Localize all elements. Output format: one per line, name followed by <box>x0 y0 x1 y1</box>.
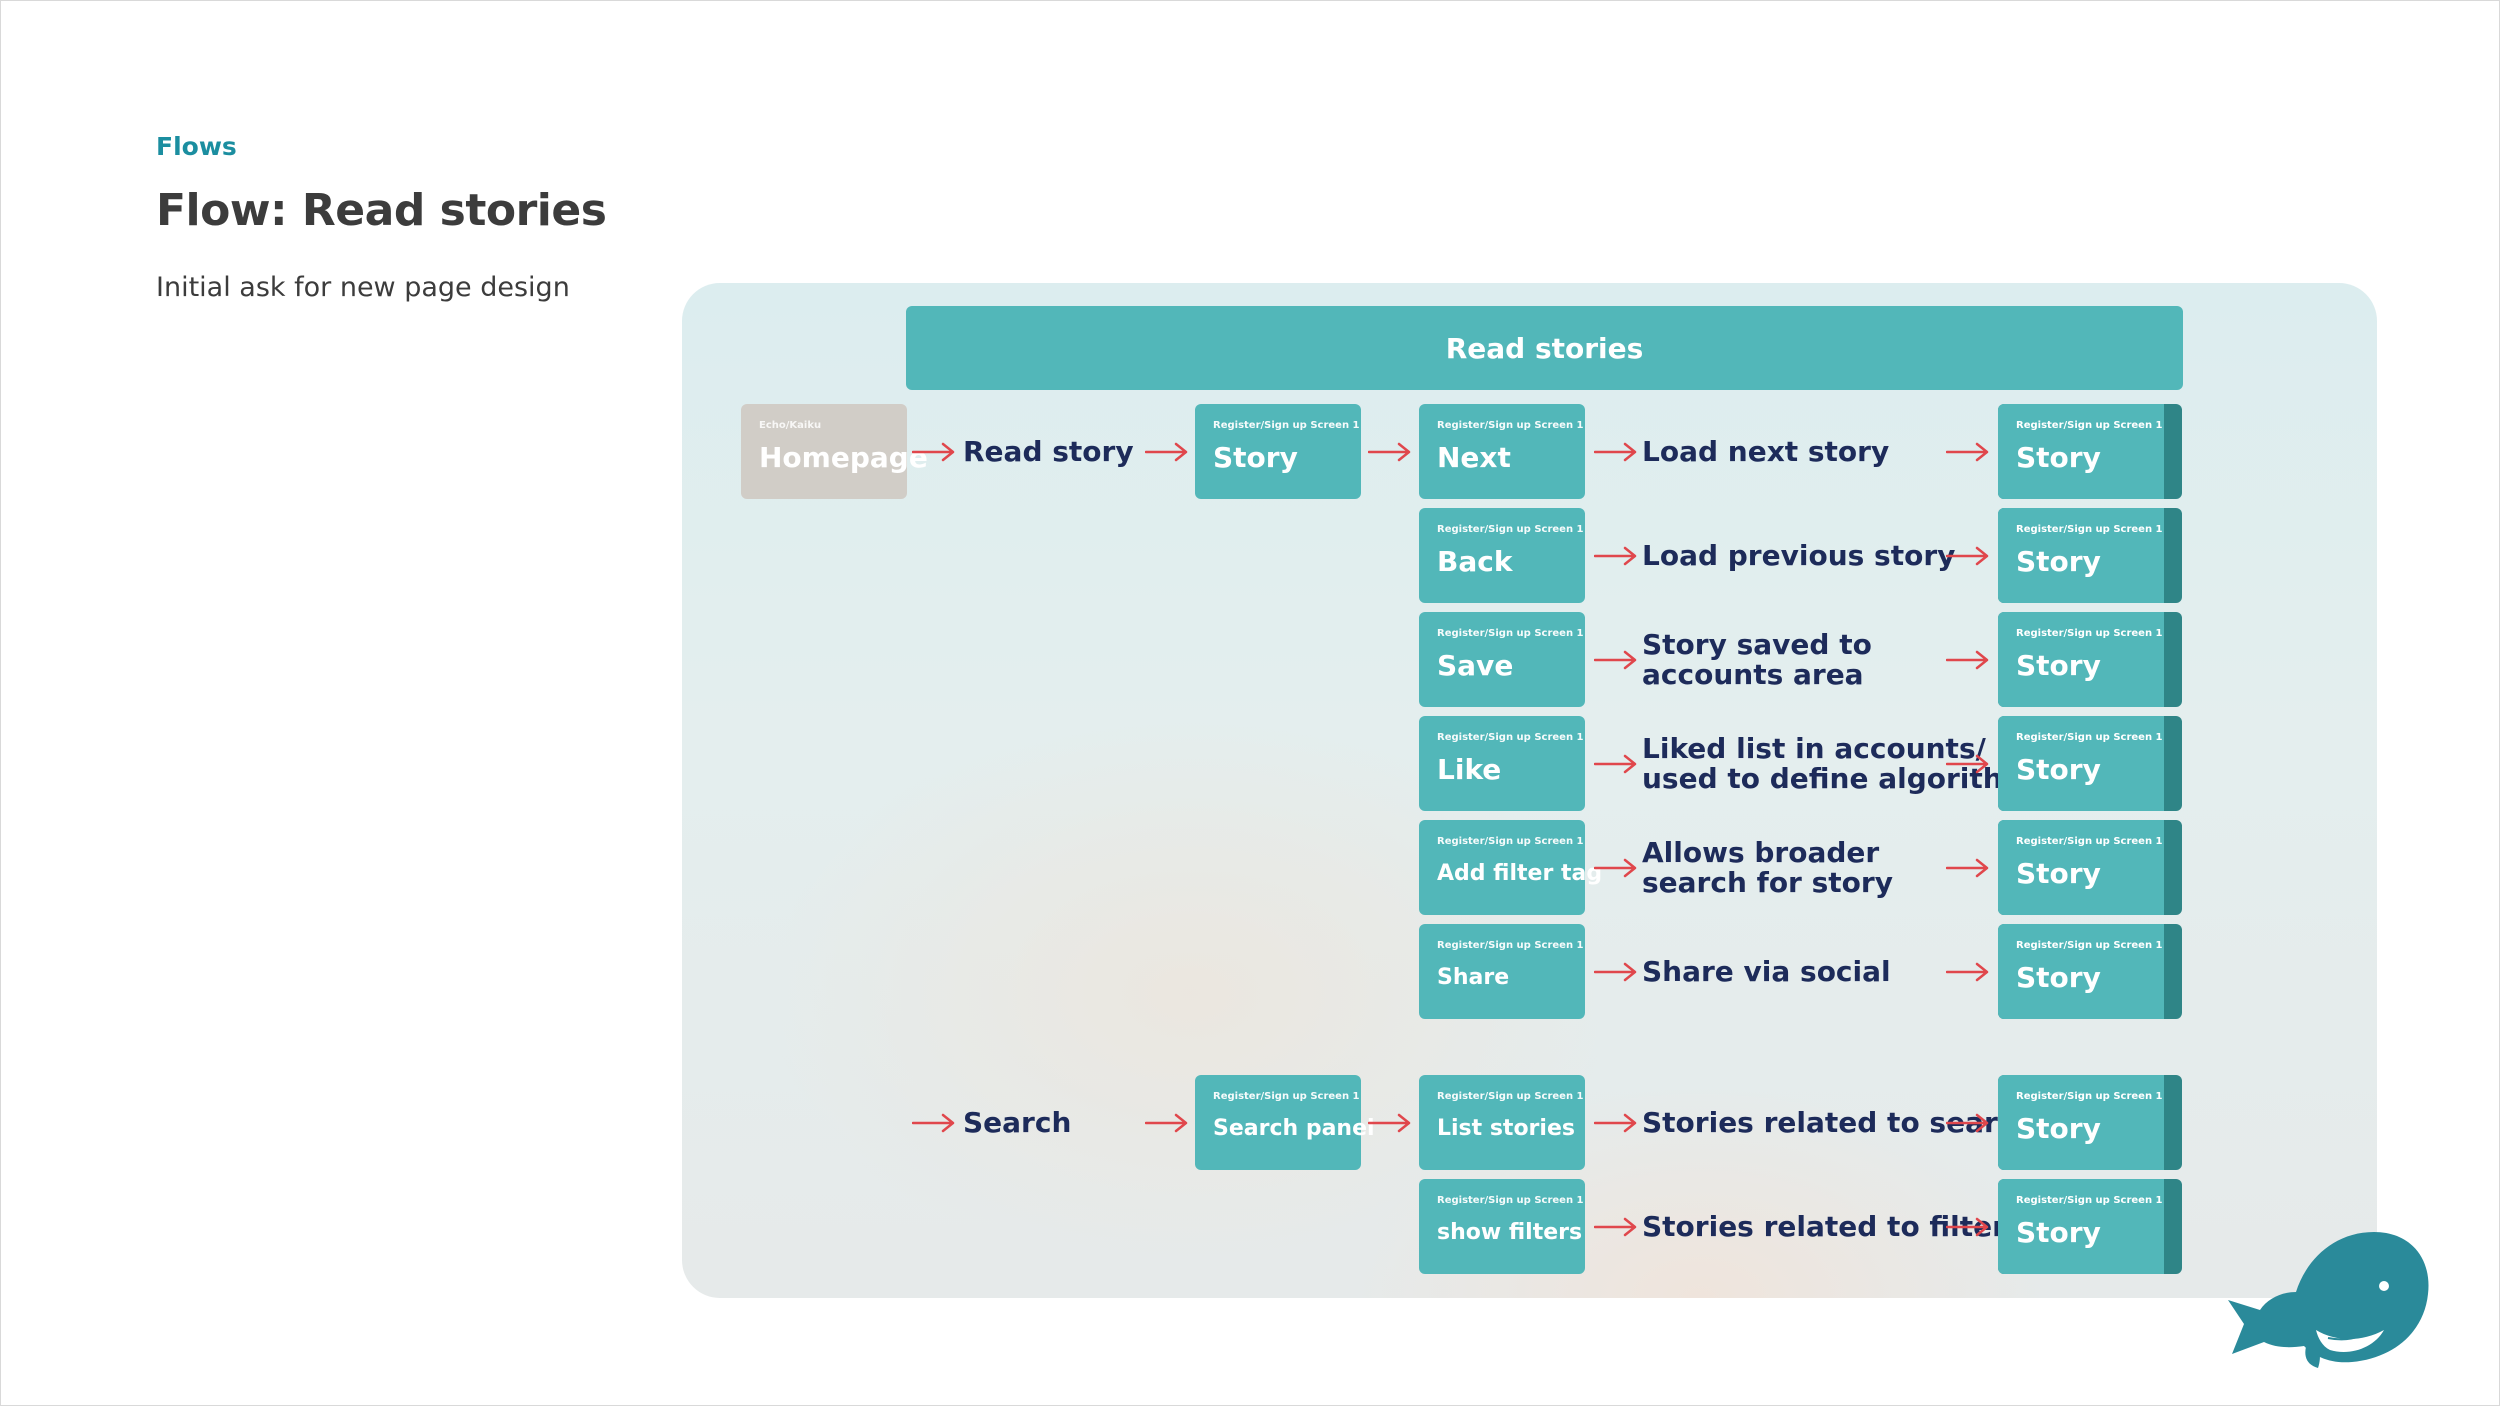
node-label: Story <box>2016 961 2101 994</box>
node-caption: Register/Sign up Screen 1 <box>1437 836 1584 847</box>
action-node-save[interactable]: Register/Sign up Screen 1 Save <box>1419 612 1585 707</box>
arrow-right-icon <box>1594 858 1637 878</box>
target-story-node[interactable]: Register/Sign up Screen 1 Story <box>1998 924 2182 1019</box>
node-caption: Register/Sign up Screen 1 <box>2016 940 2163 951</box>
result-label: Stories related to filter <box>1642 1210 2006 1243</box>
node-label: Story <box>2016 857 2101 890</box>
node-label: Next <box>1437 441 1511 474</box>
node-label: Story <box>2016 649 2101 682</box>
arrow-right-icon <box>1594 546 1637 566</box>
target-story-node[interactable]: Register/Sign up Screen 1 Story <box>1998 820 2182 915</box>
target-story-node[interactable]: Register/Sign up Screen 1 Story <box>1998 404 2182 499</box>
node-caption: Register/Sign up Screen 1 <box>2016 524 2163 535</box>
node-caption: Register/Sign up Screen 1 <box>1213 420 1360 431</box>
page-subtitle: Initial ask for new page design <box>156 272 570 303</box>
node-caption: Register/Sign up Screen 1 <box>2016 732 2163 743</box>
arrow-right-icon <box>1594 962 1637 982</box>
arrow-right-icon <box>1145 442 1188 462</box>
node-label: show filters <box>1437 1220 1583 1245</box>
target-story-node[interactable]: Register/Sign up Screen 1 Story <box>1998 1075 2182 1170</box>
homepage-node[interactable]: Echo/Kaiku Homepage <box>741 404 928 499</box>
node-label: Story <box>2016 441 2101 474</box>
arrow-right-icon <box>1368 442 1411 462</box>
arrow-right-icon <box>1145 1113 1188 1133</box>
node-label: Add filter tag <box>1437 861 1603 886</box>
page-title: Flow: Read stories <box>156 185 607 236</box>
target-story-node[interactable]: Register/Sign up Screen 1 Story <box>1998 1179 2182 1274</box>
result-label: Liked list in accounts/used to define al… <box>1642 732 2032 795</box>
step-search: Search <box>963 1106 1072 1139</box>
arrow-right-icon <box>1594 1217 1637 1237</box>
arrow-right-icon <box>1946 442 1989 462</box>
node-caption: Register/Sign up Screen 1 <box>1437 1091 1584 1102</box>
step-read-story: Read story <box>963 435 1134 468</box>
arrow-right-icon <box>1594 650 1637 670</box>
arrow-right-icon <box>1946 754 1989 774</box>
action-node-back[interactable]: Register/Sign up Screen 1 Back <box>1419 508 1585 603</box>
node-caption: Register/Sign up Screen 1 <box>2016 836 2163 847</box>
node-caption: Register/Sign up Screen 1 <box>1437 1195 1584 1206</box>
node-label: Search panel <box>1213 1116 1375 1141</box>
arrow-right-icon <box>1946 650 1989 670</box>
node-label: Share <box>1437 965 1510 990</box>
node-label: Story <box>2016 545 2101 578</box>
node-label: Homepage <box>759 441 928 474</box>
target-story-node[interactable]: Register/Sign up Screen 1 Story <box>1998 716 2182 811</box>
result-label: Share via social <box>1642 955 1891 988</box>
flow-banner: Read stories <box>906 306 2183 390</box>
node-label: List stories <box>1437 1116 1575 1141</box>
arrow-right-icon <box>1946 546 1989 566</box>
arrow-right-icon <box>1946 1217 1989 1237</box>
result-label: Load previous story <box>1642 539 1956 572</box>
target-story-node[interactable]: Register/Sign up Screen 1 Story <box>1998 612 2182 707</box>
node-caption: Register/Sign up Screen 1 <box>2016 420 2163 431</box>
section-label: Flows <box>156 132 237 161</box>
node-caption: Register/Sign up Screen 1 <box>1213 1091 1360 1102</box>
action-node-add-filter-tag[interactable]: Register/Sign up Screen 1 Add filter tag <box>1419 820 1603 915</box>
node-caption: Register/Sign up Screen 1 <box>1437 524 1584 535</box>
node-caption: Register/Sign up Screen 1 <box>1437 732 1584 743</box>
arrow-right-icon <box>1594 754 1637 774</box>
arrow-right-icon <box>1946 962 1989 982</box>
node-caption: Register/Sign up Screen 1 <box>2016 1091 2163 1102</box>
node-label: Back <box>1437 545 1513 578</box>
node-caption: Register/Sign up Screen 1 <box>2016 628 2163 639</box>
arrow-right-icon <box>1594 1113 1637 1133</box>
target-story-node[interactable]: Register/Sign up Screen 1 Story <box>1998 508 2182 603</box>
node-label: Save <box>1437 649 1514 682</box>
arrow-right-icon <box>1594 442 1637 462</box>
node-label: Story <box>2016 1216 2101 1249</box>
arrow-right-icon <box>1946 858 1989 878</box>
node-caption: Echo/Kaiku <box>759 420 822 431</box>
action-node-show-filters[interactable]: Register/Sign up Screen 1 show filters <box>1419 1179 1585 1274</box>
node-label: Like <box>1437 753 1502 786</box>
arrow-right-icon <box>1946 1113 1989 1133</box>
action-node-share[interactable]: Register/Sign up Screen 1 Share <box>1419 924 1585 1019</box>
node-label: Story <box>1213 441 1298 474</box>
whale-icon <box>2228 1232 2429 1368</box>
node-label: Story <box>2016 1112 2101 1145</box>
node-caption: Register/Sign up Screen 1 <box>1437 940 1584 951</box>
node-caption: Register/Sign up Screen 1 <box>1437 628 1584 639</box>
action-node-list-stories[interactable]: Register/Sign up Screen 1 List stories <box>1419 1075 1585 1170</box>
result-label: Load next story <box>1642 435 1890 468</box>
action-node-next[interactable]: Register/Sign up Screen 1 Next <box>1419 404 1585 499</box>
search-panel-node[interactable]: Register/Sign up Screen 1 Search panel <box>1195 1075 1375 1170</box>
node-caption: Register/Sign up Screen 1 <box>1437 420 1584 431</box>
arrow-right-icon <box>912 442 955 462</box>
action-node-like[interactable]: Register/Sign up Screen 1 Like <box>1419 716 1585 811</box>
story-node[interactable]: Register/Sign up Screen 1 Story <box>1195 404 1361 499</box>
arrow-right-icon <box>912 1113 955 1133</box>
node-label: Story <box>2016 753 2101 786</box>
arrow-right-icon <box>1368 1113 1411 1133</box>
node-caption: Register/Sign up Screen 1 <box>2016 1195 2163 1206</box>
